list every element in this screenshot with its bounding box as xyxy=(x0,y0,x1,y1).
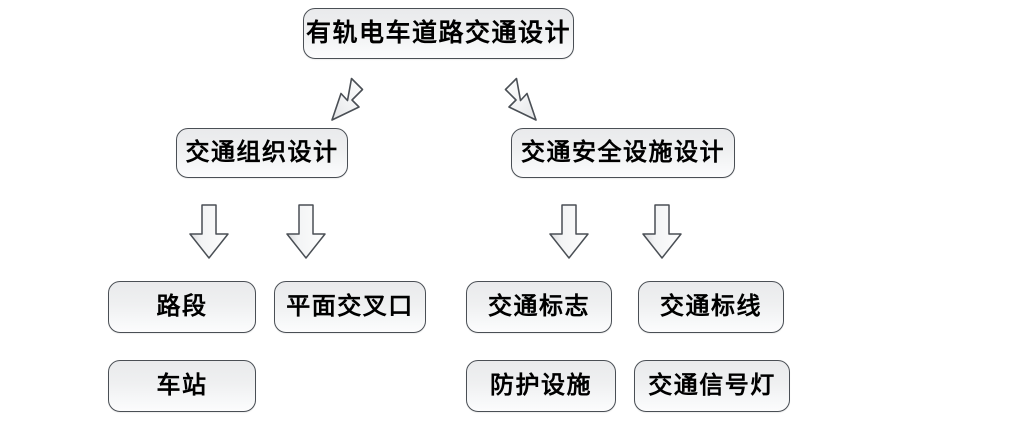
node-traffic-marking-label: 交通标线 xyxy=(660,292,762,320)
connector-left-to-intersection-arrow xyxy=(284,203,328,261)
node-root[interactable]: 有轨电车道路交通设计 xyxy=(303,8,574,59)
node-road-section[interactable]: 路段 xyxy=(108,281,256,333)
node-root-label: 有轨电车道路交通设计 xyxy=(305,18,571,47)
node-protective-facility[interactable]: 防护设施 xyxy=(466,360,616,412)
connector-right-to-sign-arrow xyxy=(547,203,591,261)
node-at-grade-intersection-label: 平面交叉口 xyxy=(286,292,414,320)
node-traffic-safety-facility-design[interactable]: 交通安全设施设计 xyxy=(511,128,735,178)
node-traffic-organization-design-label: 交通组织设计 xyxy=(185,138,339,166)
node-traffic-signal-light-label: 交通信号灯 xyxy=(648,371,776,399)
node-station-label: 车站 xyxy=(156,371,208,399)
node-at-grade-intersection[interactable]: 平面交叉口 xyxy=(274,281,426,333)
node-traffic-marking[interactable]: 交通标线 xyxy=(638,281,784,333)
node-traffic-sign[interactable]: 交通标志 xyxy=(466,281,612,333)
connector-root-to-right-arrow xyxy=(504,76,556,126)
node-station[interactable]: 车站 xyxy=(108,360,256,412)
node-traffic-safety-facility-design-label: 交通安全设施设计 xyxy=(521,138,725,166)
node-traffic-organization-design[interactable]: 交通组织设计 xyxy=(176,128,348,178)
connector-left-to-road-section-arrow xyxy=(187,203,231,261)
node-road-section-label: 路段 xyxy=(156,292,208,320)
node-traffic-sign-label: 交通标志 xyxy=(488,292,590,320)
connector-root-to-left-arrow xyxy=(312,76,364,126)
connector-right-to-marking-arrow xyxy=(640,203,684,261)
node-traffic-signal-light[interactable]: 交通信号灯 xyxy=(634,360,790,412)
node-protective-facility-label: 防护设施 xyxy=(490,371,592,399)
